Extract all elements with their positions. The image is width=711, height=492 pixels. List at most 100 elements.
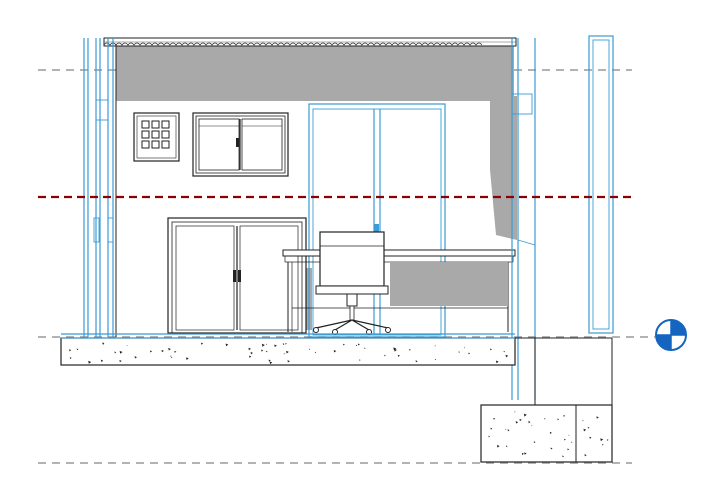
concrete-speck — [100, 359, 104, 362]
concrete-speck — [557, 418, 560, 421]
concrete-speck — [514, 411, 516, 413]
concrete-speck — [283, 353, 285, 355]
concrete-speck — [76, 348, 79, 351]
concrete-speck — [355, 344, 358, 347]
concrete-speck — [602, 443, 604, 446]
lower-door[interactable] — [167, 217, 307, 334]
concrete-speck — [269, 361, 273, 365]
concrete-speck — [174, 350, 177, 353]
concrete-speck — [434, 345, 436, 347]
office-chair-icon[interactable] — [313, 231, 391, 335]
keypad-grid-icon — [133, 112, 180, 162]
footing[interactable] — [480, 404, 613, 463]
concrete-speck — [503, 350, 506, 353]
concrete-speck — [434, 358, 437, 361]
concrete-speck — [496, 444, 500, 448]
concrete-speck — [265, 343, 268, 345]
concrete-speck — [359, 359, 361, 361]
concrete-speck — [505, 354, 509, 358]
concrete-speck — [524, 452, 527, 455]
concrete-speck — [168, 347, 171, 351]
concrete-speck — [250, 351, 253, 355]
concrete-speck — [119, 359, 122, 363]
concrete-speck — [589, 436, 592, 439]
concrete-speck — [596, 416, 599, 419]
concrete-speck — [505, 428, 507, 430]
concrete-speck — [587, 426, 590, 429]
concrete-speck — [102, 342, 105, 345]
concrete-speck — [397, 354, 400, 357]
right-column-selection[interactable] — [588, 35, 614, 334]
concrete-speck — [274, 344, 277, 348]
concrete-speck — [170, 355, 172, 357]
concrete-speck — [490, 348, 492, 351]
concrete-speck — [544, 418, 546, 420]
concrete-speck — [606, 439, 609, 441]
elevation-target-icon[interactable] — [655, 319, 687, 351]
concrete-speck — [409, 349, 411, 351]
concrete-speck — [287, 360, 290, 363]
concrete-speck — [507, 429, 510, 432]
concrete-speck — [261, 349, 264, 352]
concrete-speck — [562, 455, 565, 458]
concrete-speck — [200, 342, 204, 345]
roof-band — [103, 37, 517, 47]
concrete-speck — [266, 350, 268, 353]
concrete-speck — [463, 347, 465, 349]
concrete-speck — [261, 343, 265, 347]
desk[interactable] — [282, 249, 516, 332]
concrete-speck — [69, 349, 72, 352]
concrete-speck — [134, 356, 137, 359]
concrete-speck — [582, 420, 584, 422]
concrete-speck — [468, 352, 471, 355]
concrete-speck — [567, 448, 570, 451]
concrete-speck — [102, 343, 105, 345]
upper-window[interactable] — [192, 112, 289, 177]
concrete-speck — [568, 434, 570, 436]
concrete-speck — [88, 360, 92, 364]
concrete-speck — [384, 354, 386, 357]
tall-door-selection[interactable] — [308, 103, 446, 338]
concrete-speck — [550, 447, 553, 450]
concrete-hatch — [69, 342, 609, 458]
concrete-speck — [528, 421, 531, 424]
concrete-speck — [364, 347, 366, 349]
concrete-speck — [249, 355, 252, 358]
concrete-speck — [248, 347, 251, 351]
concrete-speck — [149, 350, 153, 353]
concrete-speck — [161, 349, 164, 353]
concrete-speck — [488, 435, 491, 438]
concrete-speck — [506, 445, 508, 448]
concrete-speck — [286, 350, 289, 354]
concrete-speck — [495, 360, 499, 364]
concrete-speck — [493, 417, 496, 420]
concrete-speck — [563, 415, 566, 417]
concrete-speck — [584, 454, 587, 457]
concrete-speck — [490, 427, 493, 430]
concrete-speck — [69, 357, 72, 360]
concrete-speck — [308, 348, 311, 350]
concrete-speck — [571, 441, 573, 443]
concrete-speck — [186, 357, 189, 361]
concrete-speck — [282, 343, 285, 345]
concrete-speck — [519, 418, 522, 422]
concrete-speck — [268, 359, 271, 362]
concrete-speck — [357, 343, 360, 346]
concrete-speck — [114, 351, 117, 354]
concrete-speck — [515, 421, 519, 424]
concrete-speck — [101, 360, 103, 363]
concrete-speck — [531, 425, 533, 427]
concrete-speck — [333, 350, 337, 353]
concrete-speck — [343, 343, 345, 346]
concrete-speck — [549, 431, 552, 435]
concrete-speck — [523, 413, 527, 417]
concrete-speck — [126, 345, 128, 347]
concrete-speck — [285, 343, 287, 345]
concrete-speck — [521, 452, 525, 456]
concrete-speck — [225, 343, 229, 347]
concrete-speck — [171, 356, 173, 359]
left-wall-selection[interactable] — [83, 38, 114, 337]
concrete-speck — [394, 348, 397, 352]
concrete-speck — [458, 351, 461, 353]
